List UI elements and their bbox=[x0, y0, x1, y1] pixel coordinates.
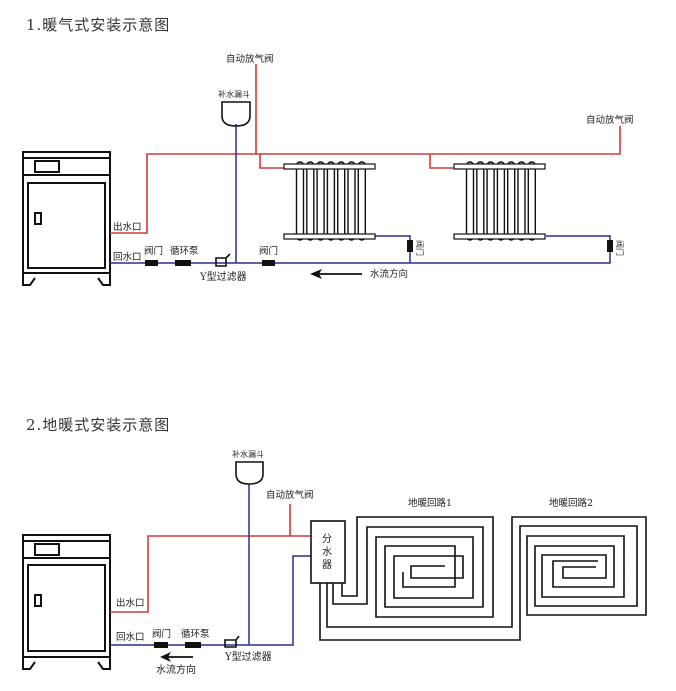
radiator-header-pipe bbox=[453, 163, 546, 170]
radiator-column bbox=[465, 161, 475, 241]
radiator-column bbox=[295, 161, 305, 241]
y-filter-label: Y型过滤器 bbox=[199, 270, 247, 283]
pump-icon bbox=[185, 642, 201, 648]
valve-icon bbox=[262, 260, 275, 266]
floor-heating-loop-2 bbox=[319, 516, 647, 641]
pump-label: 循环泵 bbox=[170, 245, 199, 257]
valve-label: 阀门 bbox=[144, 245, 163, 257]
radiator-header-pipe bbox=[453, 233, 546, 240]
y-filter-icon bbox=[224, 635, 240, 648]
return-pipe-2 bbox=[110, 484, 311, 646]
radiator-header-pipe bbox=[283, 233, 376, 240]
radiator-column bbox=[316, 161, 325, 241]
manifold-label: 水 bbox=[322, 546, 332, 558]
air-valve-label: 自动放气阀 bbox=[226, 53, 274, 65]
radiator-valve-label: 阀门 bbox=[615, 240, 625, 256]
radiator-column bbox=[326, 161, 336, 241]
radiator-header-pipe bbox=[283, 163, 376, 170]
outlet-label: 出水口 bbox=[116, 597, 145, 609]
boiler-unit-2 bbox=[22, 534, 111, 670]
diagram2-title: 2.地暖式安装示意图 bbox=[26, 416, 170, 434]
air-valve-label: 自动放气阀 bbox=[266, 489, 314, 501]
floor-heating-loop-1 bbox=[332, 516, 494, 618]
outlet-label: 出水口 bbox=[113, 221, 142, 233]
diagram1-title: 1.暖气式安装示意图 bbox=[26, 16, 170, 34]
radiator-valve-icon bbox=[607, 240, 613, 252]
valve-icon bbox=[145, 260, 158, 266]
radiator-column bbox=[306, 161, 315, 241]
funnel-icon bbox=[221, 101, 251, 127]
manifold-label: 分 bbox=[322, 533, 332, 545]
radiator-column bbox=[357, 161, 366, 241]
radiator-column bbox=[496, 161, 506, 241]
radiator-column bbox=[347, 161, 356, 241]
funnel-icon bbox=[235, 461, 264, 485]
manifold-box bbox=[310, 520, 346, 584]
air-valve-label: 自动放气阀 bbox=[586, 114, 634, 126]
radiator-2 bbox=[453, 161, 546, 241]
radiator-column bbox=[507, 161, 516, 241]
inlet-label: 回水口 bbox=[116, 631, 145, 643]
radiator-column bbox=[337, 161, 346, 241]
loop-1-label: 地暖回路1 bbox=[408, 497, 452, 509]
y-filter-icon bbox=[215, 253, 231, 267]
radiator-valve-label: 阀门 bbox=[415, 240, 425, 256]
y-filter-label: Y型过滤器 bbox=[224, 650, 272, 663]
funnel-label: 补水漏斗 bbox=[218, 89, 250, 99]
flow-direction-label: 水流方向 bbox=[156, 663, 196, 676]
boiler-unit-1 bbox=[22, 151, 111, 286]
inlet-label: 回水口 bbox=[113, 251, 142, 263]
radiator-column bbox=[486, 161, 495, 241]
flow-arrow-icon bbox=[310, 269, 362, 279]
flow-direction-label: 水流方向 bbox=[370, 268, 408, 280]
loop-2-label: 地暖回路2 bbox=[549, 497, 593, 509]
radiator-column bbox=[517, 161, 526, 241]
pump-label: 循环泵 bbox=[181, 628, 210, 640]
funnel-label: 补水漏斗 bbox=[232, 449, 264, 459]
pump-icon bbox=[175, 260, 191, 266]
manifold-label: 器 bbox=[322, 559, 332, 571]
flow-arrow-icon bbox=[160, 652, 193, 662]
radiator-column bbox=[476, 161, 485, 241]
valve-label: 阀门 bbox=[259, 245, 278, 257]
radiator-1 bbox=[283, 161, 376, 241]
valve-icon bbox=[154, 642, 168, 648]
radiator-valve-icon bbox=[407, 240, 413, 252]
supply-pipe-2 bbox=[110, 504, 311, 613]
supply-pipe-1 bbox=[110, 64, 621, 234]
valve-label: 阀门 bbox=[152, 628, 171, 640]
radiator-column bbox=[527, 161, 536, 241]
